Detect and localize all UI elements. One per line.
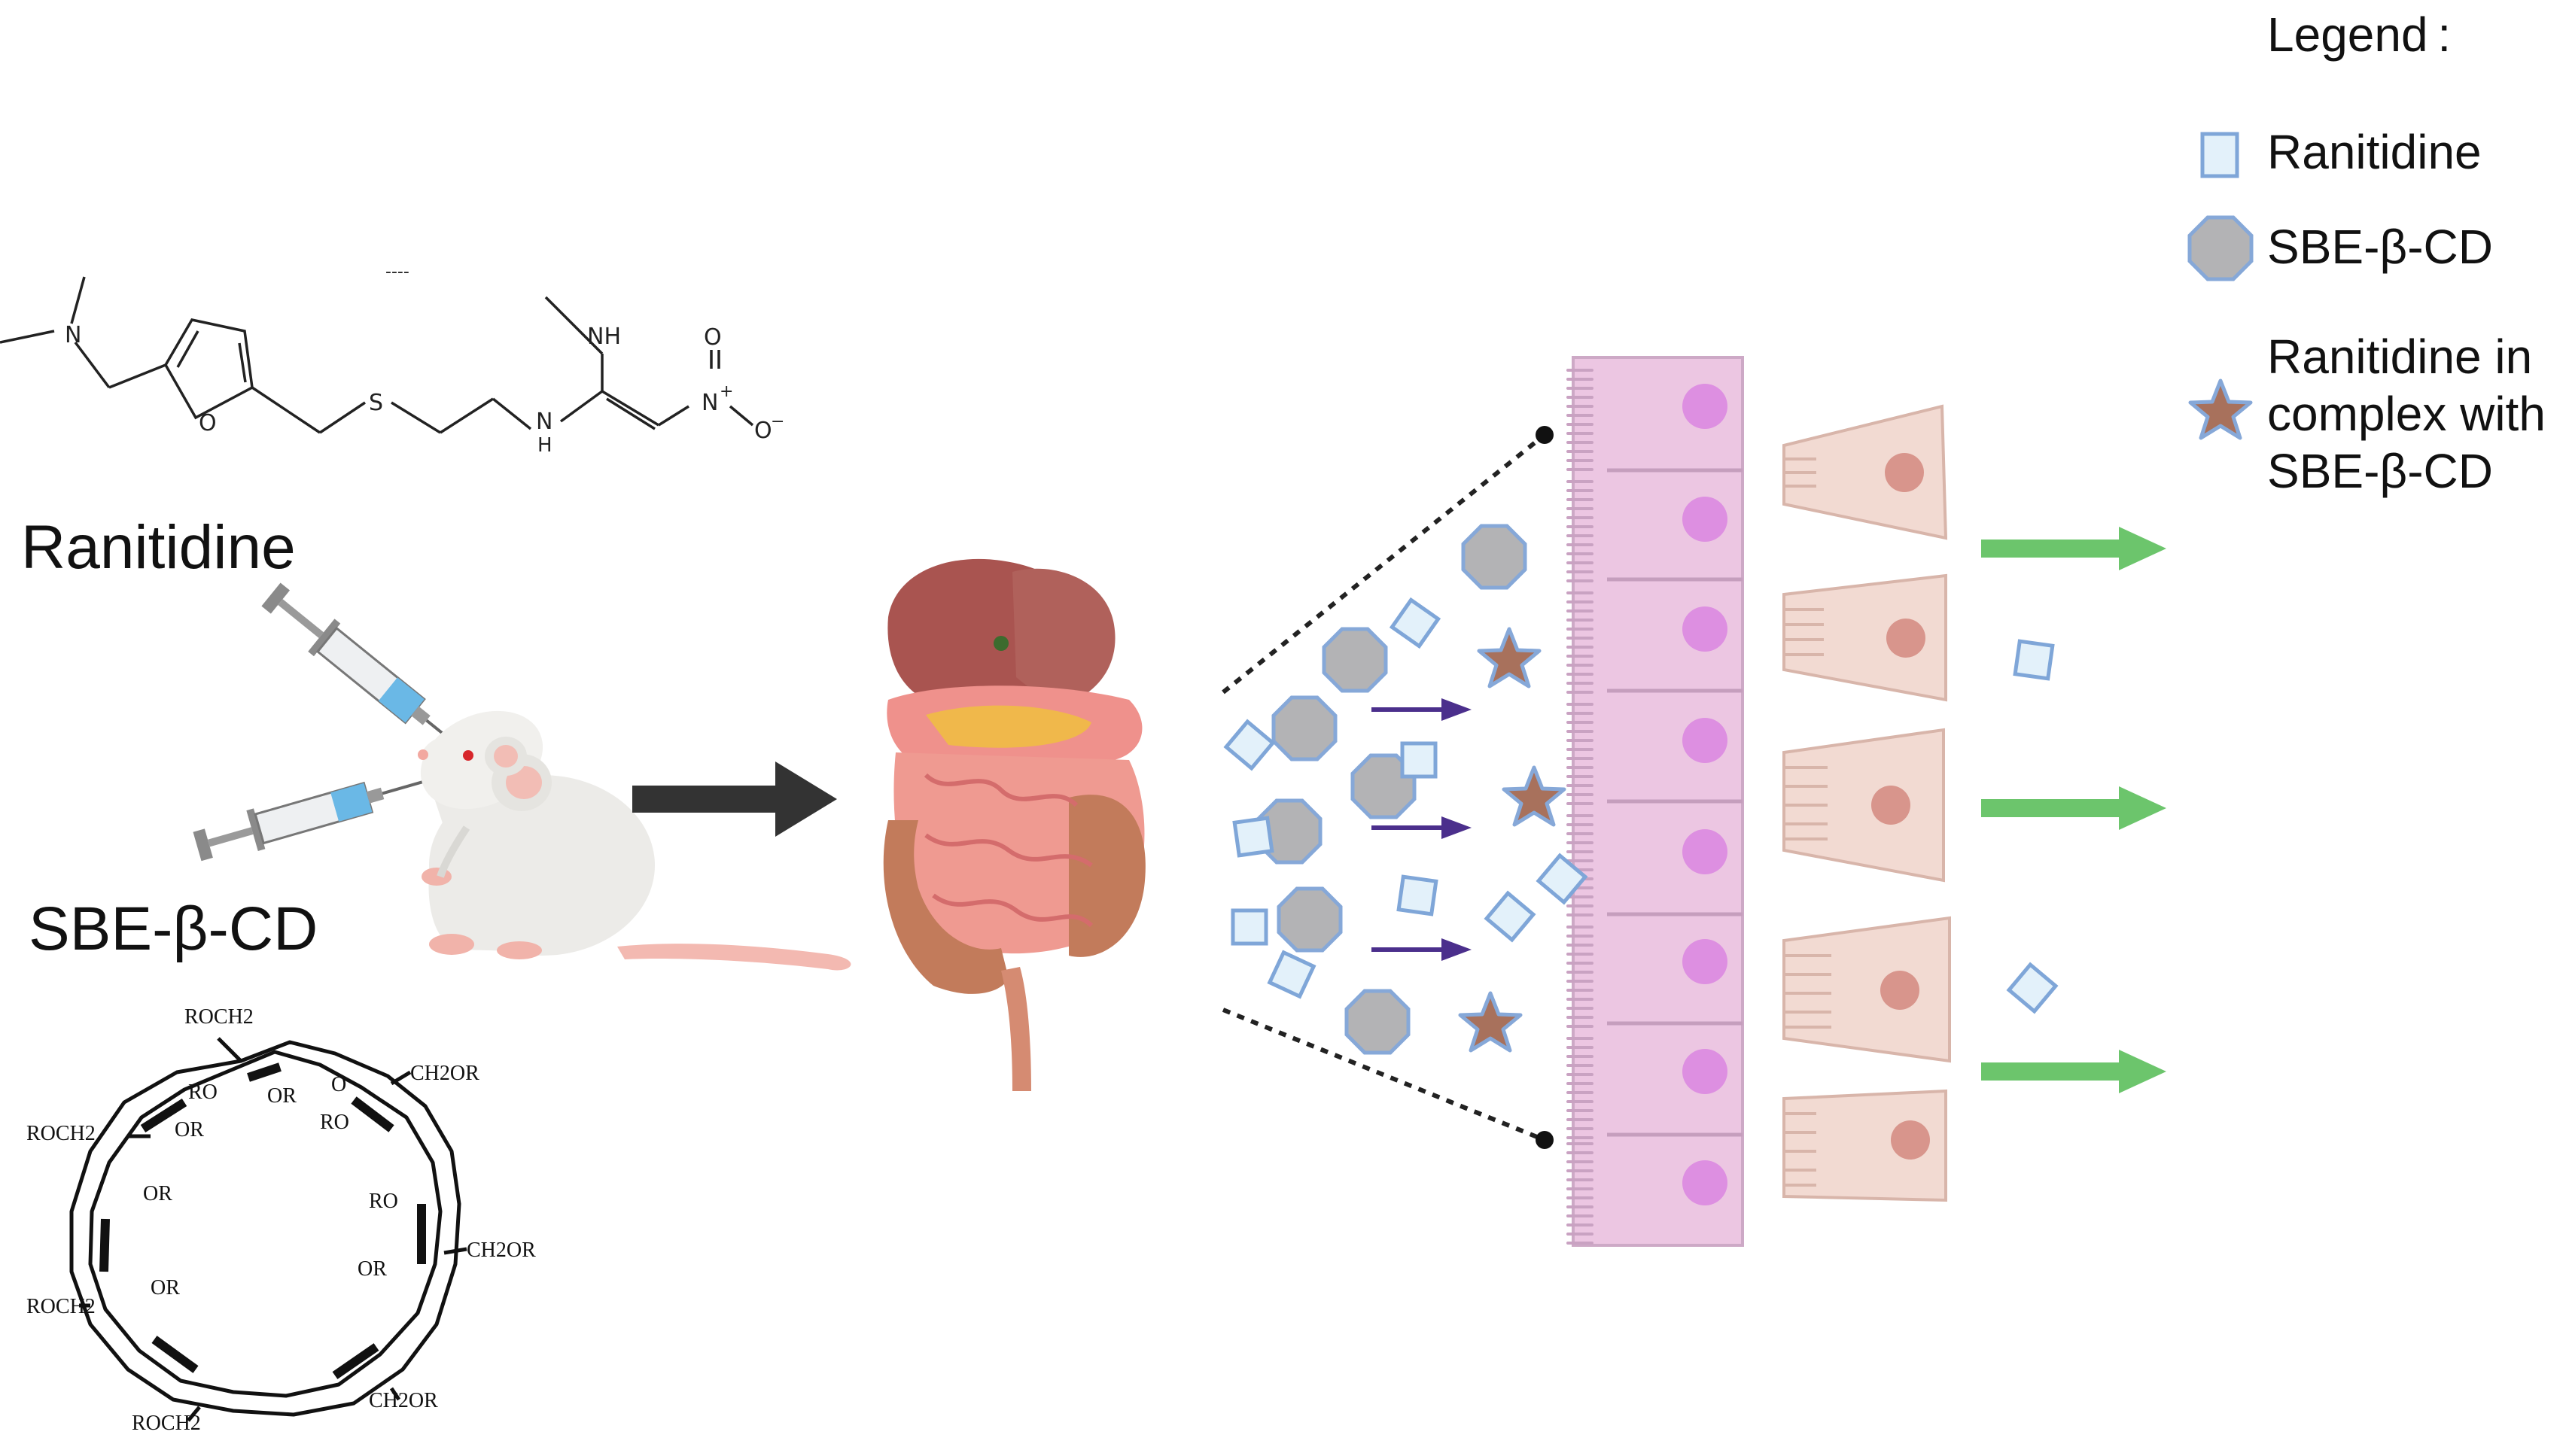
svg-text:CH2OR: CH2OR bbox=[369, 1389, 438, 1412]
ranitidine-atoms: N O S NH N H O N + O − ---- bbox=[65, 263, 784, 457]
sbe-label: SBE-β-CD bbox=[29, 895, 318, 963]
svg-text:OR: OR bbox=[143, 1182, 172, 1205]
legend-item-complex-line-2: complex with bbox=[2267, 387, 2546, 441]
svg-text:OR: OR bbox=[358, 1257, 387, 1281]
ranitidine-structure bbox=[0, 276, 754, 434]
svg-text:−: − bbox=[771, 412, 784, 431]
legend-item-complex-line-1: Ranitidine in bbox=[2267, 330, 2532, 384]
syringe-lower-icon bbox=[193, 778, 430, 862]
svg-text:O: O bbox=[754, 418, 772, 444]
svg-text:+: + bbox=[720, 382, 733, 401]
svg-text:ROCH2: ROCH2 bbox=[26, 1122, 96, 1145]
zoom-lines bbox=[1222, 433, 1546, 1142]
svg-text:ROCH2: ROCH2 bbox=[132, 1412, 201, 1435]
enterocyte-nuclei bbox=[1682, 384, 1727, 1205]
svg-text:----: ---- bbox=[385, 263, 409, 281]
basal-cells bbox=[1782, 404, 1951, 1202]
legend-item-sbe: SBE-β-CD bbox=[2267, 220, 2493, 274]
svg-text:ROCH2: ROCH2 bbox=[26, 1295, 96, 1318]
svg-text:CH2OR: CH2OR bbox=[410, 1062, 479, 1085]
svg-text:CH2OR: CH2OR bbox=[467, 1239, 536, 1262]
svg-text:NH: NH bbox=[587, 324, 621, 350]
intestinal-epithelium bbox=[1566, 356, 1744, 1247]
svg-text:ROCH2: ROCH2 bbox=[184, 1005, 254, 1029]
legend-item-ranitidine: Ranitidine bbox=[2267, 125, 2482, 179]
svg-text:RO: RO bbox=[188, 1081, 218, 1104]
svg-text:O: O bbox=[704, 324, 722, 351]
svg-text:N: N bbox=[65, 322, 81, 348]
svg-text:N: N bbox=[702, 390, 718, 416]
uptake-arrows bbox=[1371, 698, 1472, 961]
svg-text:OR: OR bbox=[175, 1118, 204, 1141]
absorption-arrows bbox=[1981, 527, 2166, 1093]
svg-text:RO: RO bbox=[320, 1111, 349, 1134]
svg-text:S: S bbox=[369, 390, 383, 416]
square-icon bbox=[2200, 132, 2239, 178]
rat-icon bbox=[418, 710, 851, 971]
svg-text:O: O bbox=[331, 1073, 346, 1096]
svg-text:O: O bbox=[199, 410, 217, 436]
svg-text:H: H bbox=[537, 434, 552, 457]
legend-item-complex-line-3: SBE-β-CD bbox=[2267, 444, 2493, 498]
svg-text:RO: RO bbox=[369, 1190, 398, 1213]
svg-text:OR: OR bbox=[151, 1276, 180, 1299]
legend: Legend : Ranitidine SBE-β-CD Ranitidine … bbox=[2190, 8, 2546, 498]
main-arrow-icon bbox=[632, 761, 837, 837]
digestive-system-icon bbox=[883, 558, 1146, 1091]
svg-text:N: N bbox=[536, 409, 552, 435]
ranitidine-label: Ranitidine bbox=[21, 513, 296, 582]
cyclodextrin-structure: ROCH2 CH2OR ROCH2 OR RO O OR RO OR RO CH… bbox=[26, 1005, 536, 1435]
svg-text:OR: OR bbox=[267, 1084, 297, 1108]
legend-title: Legend : bbox=[2267, 8, 2451, 62]
octagon-icon bbox=[2190, 217, 2251, 279]
star-icon bbox=[2190, 381, 2251, 438]
